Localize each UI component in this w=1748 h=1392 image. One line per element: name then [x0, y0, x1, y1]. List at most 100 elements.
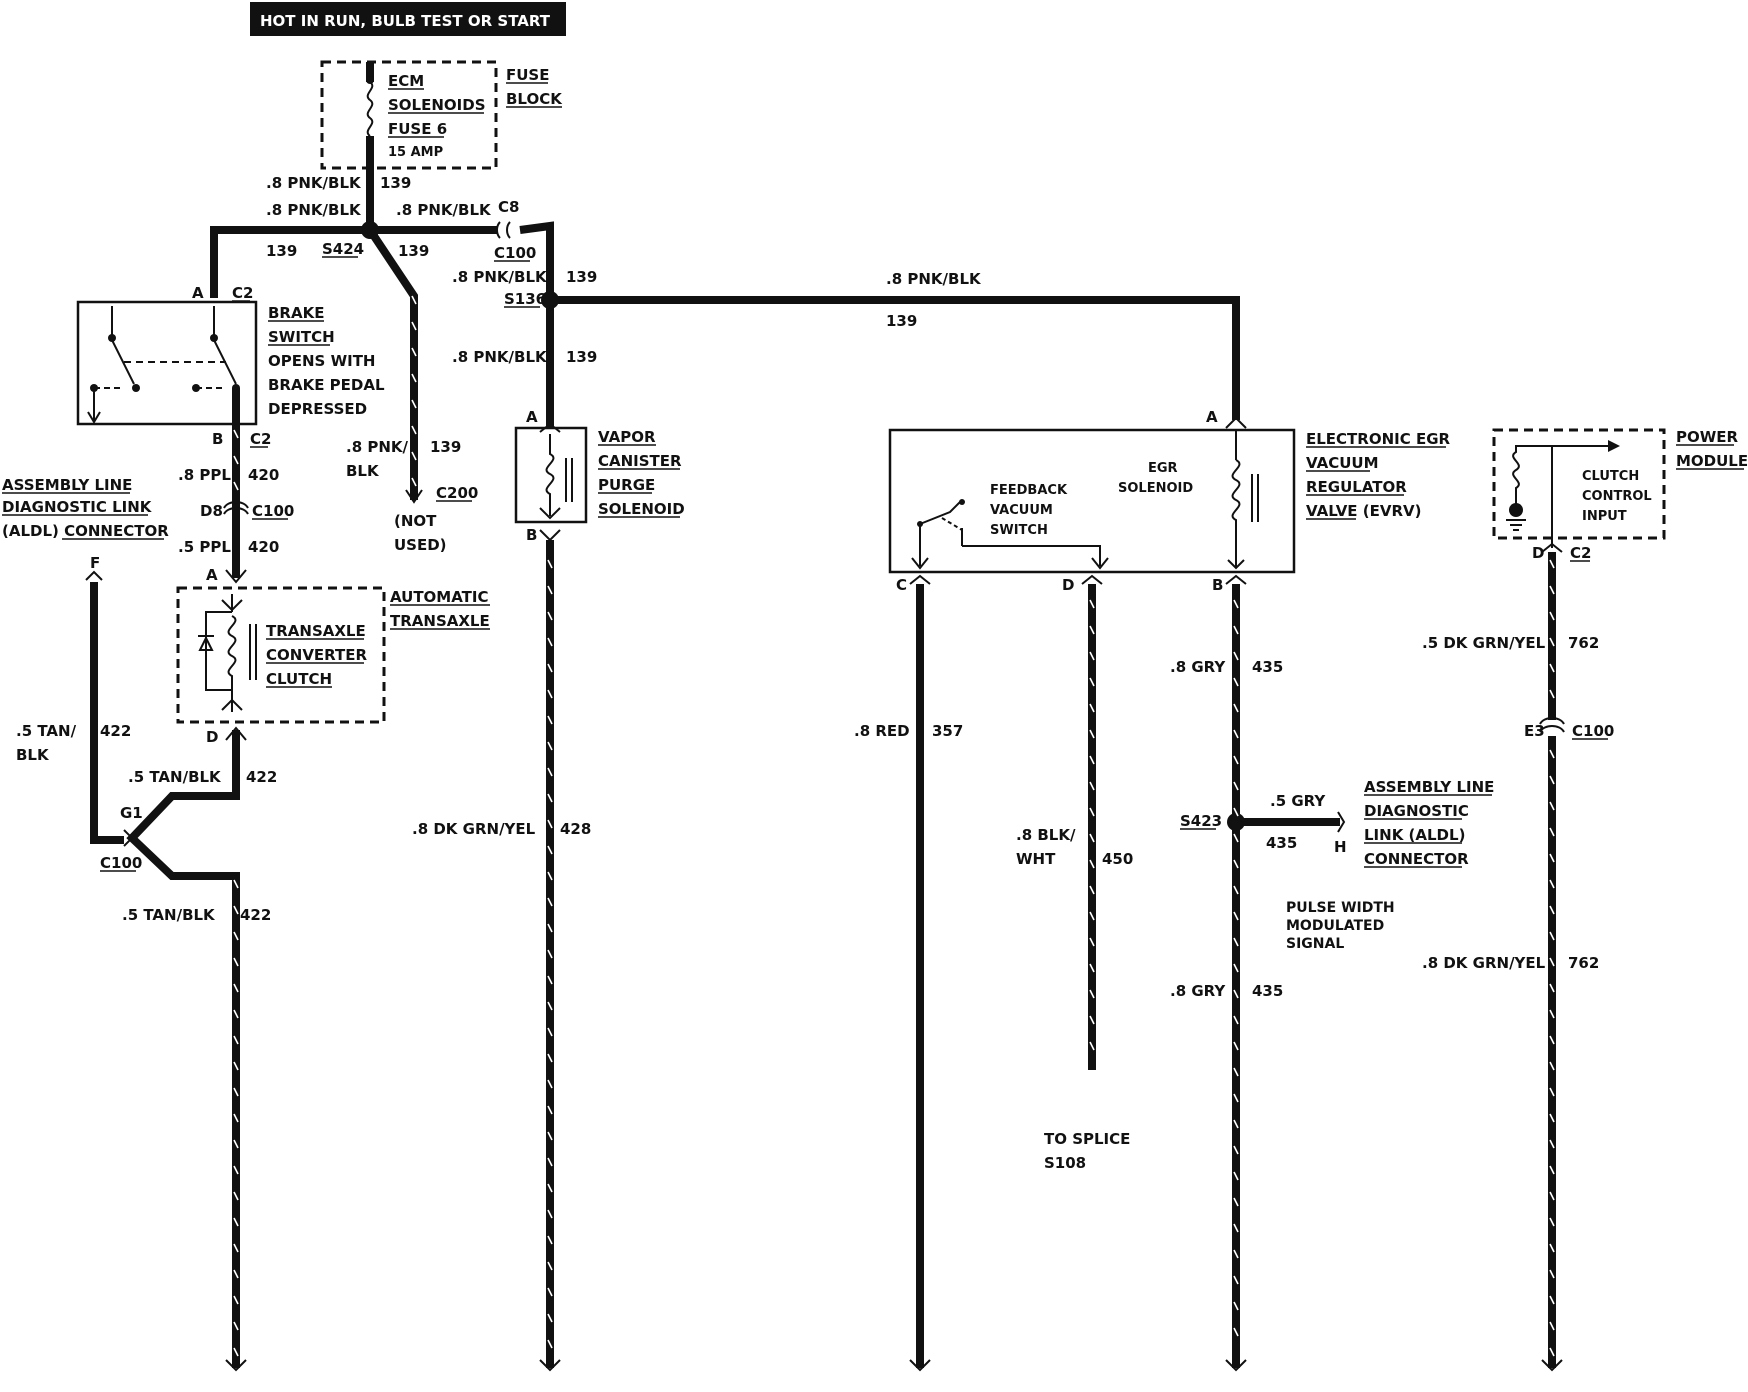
wire-tracer-mark	[547, 611, 553, 621]
wire-tracer-mark	[547, 1183, 553, 1193]
circuit-label: 435	[1252, 982, 1283, 1000]
connector-label: D8	[200, 502, 223, 520]
wire-tracer-mark	[1549, 1035, 1555, 1045]
wire-tracer-mark	[547, 715, 553, 725]
wire-tracer-mark	[1233, 807, 1239, 817]
wire-tracer-mark	[233, 905, 239, 915]
connector-label: C2	[232, 284, 253, 302]
circuit-label: 357	[932, 722, 963, 740]
wire-tracer-mark	[1233, 729, 1239, 739]
wire-tracer-mark	[1549, 1243, 1555, 1253]
wire-tracer-mark	[1233, 651, 1239, 661]
circuit-label: 139	[380, 174, 411, 192]
wire-tracer-mark	[1233, 1197, 1239, 1207]
wire-tracer-mark	[547, 1027, 553, 1037]
wire-label: .5 TAN/	[16, 722, 77, 740]
wire-tracer-mark	[1233, 833, 1239, 843]
aldl-left-label: ASSEMBLY LINE	[2, 476, 132, 494]
wire-tracer-mark	[233, 1009, 239, 1019]
wire-tracer-mark	[1233, 1249, 1239, 1259]
egr-solenoid-label: SOLENOID	[1118, 481, 1193, 496]
top-wires	[210, 168, 1240, 504]
wire-tracer-mark	[1233, 703, 1239, 713]
wire-tracer-mark	[547, 1105, 553, 1115]
fuse-block: ECM SOLENOIDS FUSE 6 15 AMP FUSE BLOCK	[320, 60, 563, 170]
wire-tracer-mark	[547, 585, 553, 595]
transaxle-label: TRANSAXLE	[390, 612, 490, 630]
wire-tracer-mark	[1233, 989, 1239, 999]
fuse-label-amp: 15 AMP	[388, 145, 443, 160]
feedback-switch-label: SWITCH	[990, 523, 1048, 538]
wire-tracer-mark	[1089, 989, 1095, 999]
power-module-label: MODULE	[1676, 452, 1748, 470]
wire-tracer-mark	[233, 931, 239, 941]
brake-switch-note: DEPRESSED	[268, 400, 367, 418]
pwm-label: MODULATED	[1286, 918, 1384, 934]
wire-tracer-mark	[1549, 689, 1555, 699]
wire-label: .8 PNK/BLK	[452, 348, 548, 366]
wire-tracer-mark	[1233, 1275, 1239, 1285]
wire-tracer-mark	[547, 871, 553, 881]
wire-tracer-mark	[1233, 1041, 1239, 1051]
aldl-left-label: (ALDL) CONNECTOR	[2, 522, 169, 540]
tcc-label: CONVERTER	[266, 646, 368, 664]
circuit-label: 762	[1568, 954, 1599, 972]
aldl-right-label: ASSEMBLY LINE	[1364, 778, 1494, 796]
splice-s136-label: S136	[504, 290, 546, 308]
wire-tracer-mark	[1549, 749, 1555, 759]
power-module-label: POWER	[1676, 428, 1739, 446]
circuit-label: 422	[246, 768, 277, 786]
aldl-right-label: LINK (ALDL)	[1364, 826, 1465, 844]
wire-tracer-mark	[1233, 677, 1239, 687]
wire-tracer-mark	[1233, 859, 1239, 869]
wire-tracer-mark	[1089, 859, 1095, 869]
evrv-label: ELECTRONIC EGR	[1306, 430, 1451, 448]
wire-tracer-mark	[411, 295, 417, 305]
pin-label: B	[212, 430, 223, 448]
circuit-label: 420	[248, 538, 279, 556]
feedback-switch-label: FEEDBACK	[990, 483, 1068, 498]
wire-tracer-mark	[1233, 625, 1239, 635]
connector-label: C2	[1570, 544, 1591, 562]
wire-tracer-mark	[1233, 1015, 1239, 1025]
wire-tracer-mark	[547, 1001, 553, 1011]
vapor-canister-label: VAPOR	[598, 428, 656, 446]
wire-tracer-mark	[1549, 585, 1555, 595]
wire-tracer-mark	[547, 1079, 553, 1089]
wire-tracer-mark	[1549, 1295, 1555, 1305]
pin-label: B	[526, 526, 537, 544]
wire-tracer-mark	[233, 429, 239, 439]
wire-tracer-mark	[1089, 885, 1095, 895]
wire-tracer-mark	[1549, 611, 1555, 621]
wire-tracers	[233, 269, 1555, 1357]
evrv: A EGR SOLENOID FEEDBACK VACUUM SWITCH EL…	[888, 408, 1451, 594]
feedback-switch-label: VACUUM	[990, 503, 1053, 518]
wire-tracer-mark	[1549, 1321, 1555, 1331]
fuse-label-solenoids: SOLENOIDS	[388, 96, 486, 114]
wire-tracer-mark	[1549, 1217, 1555, 1227]
circuit-label: 139	[398, 242, 429, 260]
evrv-label: VALVE (EVRV)	[1306, 502, 1422, 520]
wire-tracer-mark	[1233, 885, 1239, 895]
connector-label: C100	[252, 502, 294, 520]
wire-tracer-mark	[233, 481, 239, 491]
fuse-block-label-2: BLOCK	[506, 90, 563, 108]
wire-label: .8 PPL	[178, 466, 231, 484]
wire-tracer-mark	[1089, 1015, 1095, 1025]
wire-tracer-mark	[1549, 801, 1555, 811]
brake-switch-label: SWITCH	[268, 328, 335, 346]
not-used-label-2: USED)	[394, 536, 447, 554]
wire-tracer-mark	[1233, 1093, 1239, 1103]
wire-tracer-mark	[411, 373, 417, 383]
circuit-label: 435	[1266, 834, 1297, 852]
wire-tracer-mark	[547, 897, 553, 907]
wire-tracer-mark	[1549, 1087, 1555, 1097]
transaxle-label: AUTOMATIC	[390, 588, 489, 606]
wire-tracer-mark	[547, 689, 553, 699]
wire-tracer-mark	[233, 1113, 239, 1123]
pin-label: A	[1206, 408, 1218, 426]
wire-tracer-mark	[547, 1339, 553, 1349]
circuit-label: 762	[1568, 634, 1599, 652]
splice-s423-label: S423	[1180, 812, 1222, 830]
pin-label: A	[206, 566, 218, 584]
